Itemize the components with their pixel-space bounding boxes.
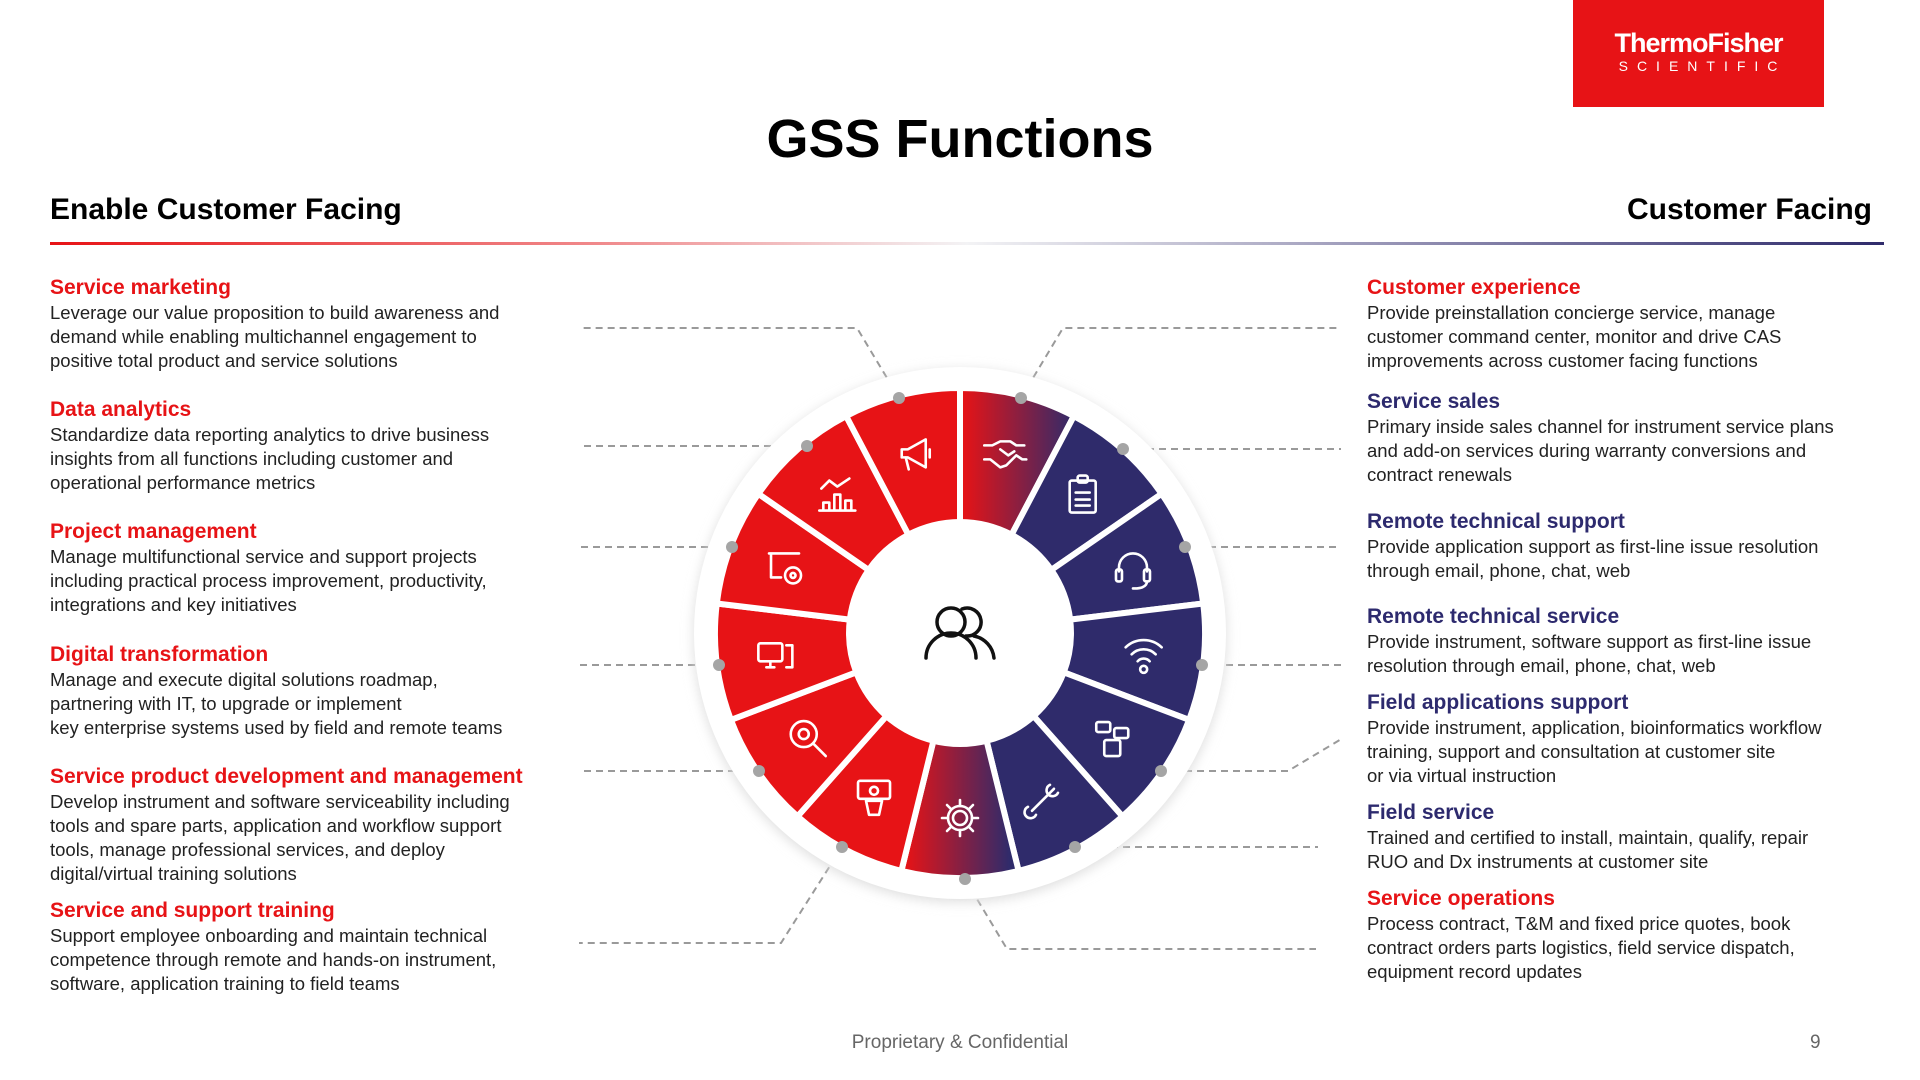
leader-dot — [893, 392, 905, 404]
function-description: Support employee onboarding and maintain… — [50, 925, 497, 994]
function-title: Customer experience — [1367, 276, 1581, 299]
function-description: Primary inside sales channel for instrum… — [1367, 416, 1834, 485]
presenter-icon — [856, 779, 892, 817]
people-icon — [924, 606, 996, 660]
function-description: Standardize data reporting analytics to … — [50, 424, 490, 493]
function-title: Data analytics — [50, 398, 192, 421]
leader-dot — [713, 659, 725, 671]
footer-confidential: Proprietary & Confidential — [851, 1032, 1069, 1053]
leader-line — [579, 846, 843, 944]
leader-dot — [1069, 841, 1081, 853]
leader-line — [964, 878, 1316, 950]
leader-dot — [801, 440, 813, 452]
function-description: Develop instrument and software servicea… — [50, 791, 510, 884]
leader-dot — [1117, 443, 1129, 455]
function-title: Service operations — [1367, 887, 1555, 910]
function-service-product-development: Service product development and manageme… — [50, 764, 590, 886]
function-title: Service sales — [1367, 390, 1501, 413]
board-gear-icon — [767, 552, 803, 585]
leader-line — [579, 327, 900, 399]
clipboard-icon — [1068, 474, 1097, 514]
wifi-icon — [1124, 638, 1163, 675]
gear-icon — [940, 798, 980, 838]
function-title: Service product development and manageme… — [50, 765, 523, 788]
leader-dot — [1179, 541, 1191, 553]
function-description: Process contract, T&M and fixed price qu… — [1367, 913, 1795, 982]
function-description: Provide instrument, software support as … — [1367, 631, 1812, 676]
leader-line — [1020, 327, 1341, 399]
thermo-fisher-logo: ThermoFisher SCIENTIFIC — [1573, 0, 1824, 107]
page-title: GSS Functions — [766, 109, 1154, 169]
leader-dot — [836, 841, 848, 853]
function-title: Remote technical service — [1367, 605, 1620, 628]
leader-dot — [1196, 659, 1208, 671]
function-title: Project management — [50, 520, 257, 543]
function-title: Field applications support — [1367, 691, 1629, 714]
leader-line — [1161, 737, 1344, 772]
function-description: Trained and certified to install, mainta… — [1367, 827, 1809, 872]
function-description: Leverage our value proposition to build … — [50, 302, 500, 371]
leader-dot — [1015, 392, 1027, 404]
wrench-icon — [1023, 783, 1060, 820]
leader-dot — [1155, 765, 1167, 777]
function-title: Service marketing — [50, 276, 231, 299]
function-description: Manage and execute digital solutions roa… — [50, 669, 503, 738]
header-divider — [50, 242, 1884, 245]
logo-line-2: SCIENTIFIC — [1618, 58, 1787, 74]
leader-dot — [753, 765, 765, 777]
computer-icon — [757, 641, 794, 669]
leader-dot — [959, 873, 971, 885]
function-title: Field service — [1367, 801, 1495, 824]
function-description: Provide application support as first-lin… — [1367, 536, 1819, 581]
page-number: 9 — [1810, 1032, 1821, 1053]
function-description: Manage multifunctional service and suppo… — [50, 546, 487, 615]
logo-line-1: ThermoFisher — [1614, 28, 1783, 58]
function-title: Remote technical support — [1367, 510, 1625, 533]
header-enable-customer-facing: Enable Customer Facing — [50, 193, 402, 226]
headset-icon — [1114, 552, 1152, 590]
function-title: Service and support training — [50, 899, 335, 922]
megaphone-icon — [900, 438, 932, 471]
leader-lines — [579, 327, 1344, 950]
chat-phone-icon — [1094, 720, 1130, 758]
chart-icon — [818, 477, 857, 512]
function-description: Provide instrument, application, bioinfo… — [1367, 717, 1822, 786]
header-customer-facing: Customer Facing — [1626, 193, 1872, 226]
function-description: Provide preinstallation concierge servic… — [1367, 302, 1782, 371]
function-title: Digital transformation — [50, 643, 269, 666]
handshake-icon — [982, 440, 1028, 469]
search-gear-icon — [789, 719, 828, 758]
leader-dot — [726, 541, 738, 553]
